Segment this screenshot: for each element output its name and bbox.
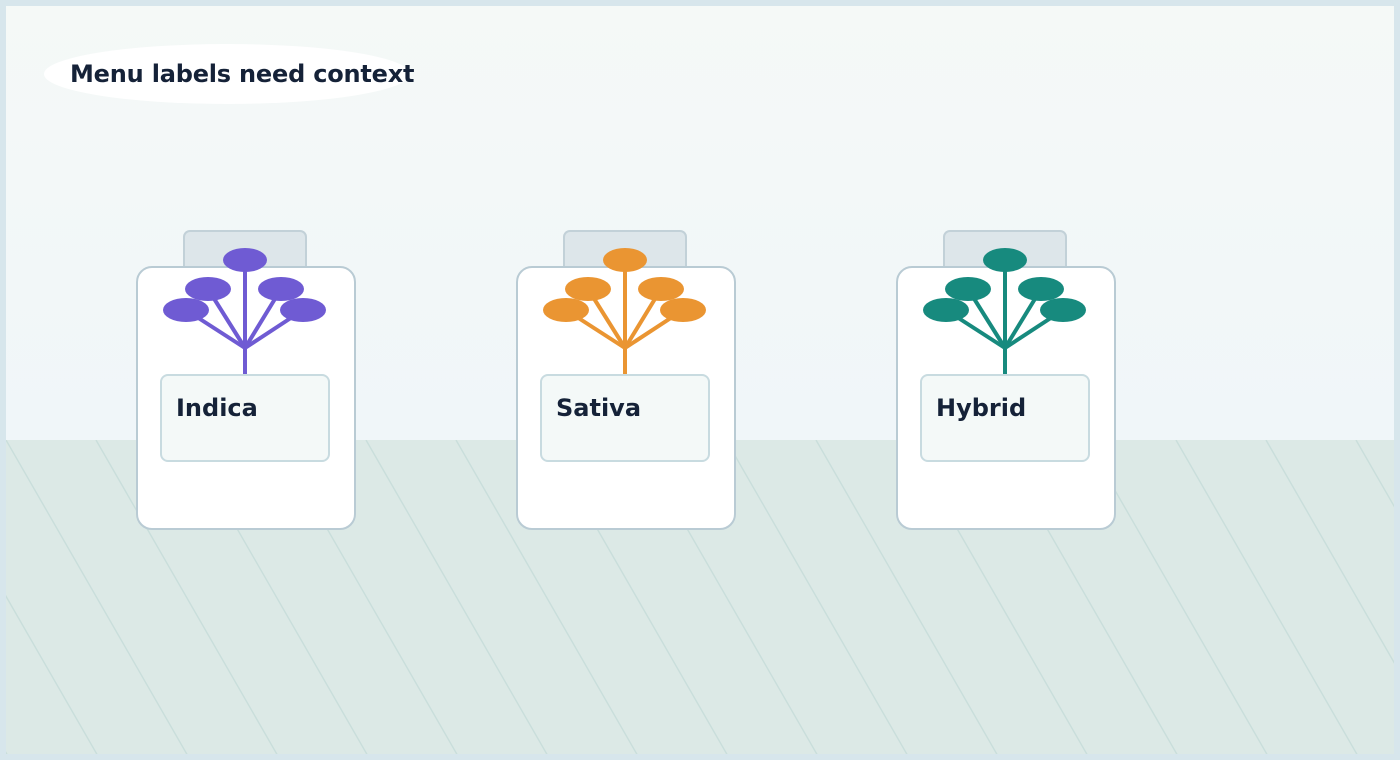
leaf-left (945, 277, 991, 301)
page-title: Menu labels need context (70, 60, 415, 88)
leaf-top (223, 248, 267, 272)
jar-indica[interactable]: Indica (136, 230, 358, 532)
leaf-top (983, 248, 1027, 272)
jar-label: Indica (160, 374, 330, 462)
leaf-left (185, 277, 231, 301)
leaf-far-right (1040, 298, 1086, 322)
jar-label: Sativa (540, 374, 710, 462)
leaf-right (638, 277, 684, 301)
jar-label-text: Sativa (556, 394, 642, 422)
jar-label-text: Indica (176, 394, 258, 422)
jar-sativa[interactable]: Sativa (516, 230, 738, 532)
jar-hybrid[interactable]: Hybrid (896, 230, 1118, 532)
jar-label-text: Hybrid (936, 394, 1027, 422)
leaf-far-right (660, 298, 706, 322)
leaf-right (258, 277, 304, 301)
plant-icon (163, 248, 326, 406)
leaf-far-right (280, 298, 326, 322)
leaf-right (1018, 277, 1064, 301)
plant-icon (923, 248, 1086, 406)
leaf-left (565, 277, 611, 301)
title-pill (44, 44, 410, 104)
leaf-far-left (543, 298, 589, 322)
leaf-far-left (923, 298, 969, 322)
leaf-top (603, 248, 647, 272)
leaf-far-left (163, 298, 209, 322)
jar-label: Hybrid (920, 374, 1090, 462)
